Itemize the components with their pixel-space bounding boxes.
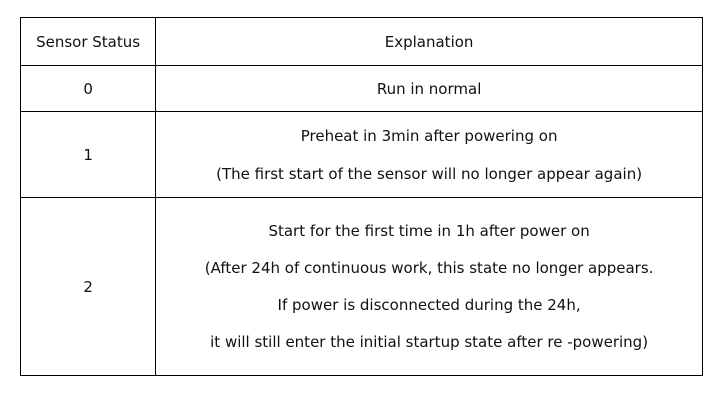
explanation-line: Start for the first time in 1h after pow… — [268, 222, 590, 240]
header-explanation: Explanation — [155, 17, 703, 66]
explanation-cell: Run in normal — [155, 65, 703, 112]
table-row: 2 Start for the first time in 1h after p… — [19, 197, 703, 376]
table-row: 0 Run in normal — [19, 65, 703, 112]
status-cell: 0 — [19, 65, 157, 112]
explanation-line: If power is disconnected during the 24h, — [277, 296, 581, 314]
explanation-line: it will still enter the initial startup … — [210, 333, 649, 351]
explanation-line: (The first start of the sensor will no l… — [216, 164, 643, 183]
explanation-cell: Preheat in 3min after powering on (The f… — [155, 111, 703, 198]
header-sensor-status: Sensor Status — [19, 17, 157, 66]
status-cell: 2 — [19, 197, 157, 376]
explanation-line: (After 24h of continuous work, this stat… — [204, 259, 654, 277]
explanation-cell: Start for the first time in 1h after pow… — [155, 197, 703, 376]
table-header-row: Sensor Status Explanation — [19, 17, 703, 66]
status-cell: 1 — [19, 111, 157, 198]
sensor-status-table: Sensor Status Explanation 0 Run in norma… — [19, 17, 703, 376]
table-row: 1 Preheat in 3min after powering on (The… — [19, 111, 703, 198]
explanation-line: Run in normal — [376, 79, 482, 98]
explanation-line: Preheat in 3min after powering on — [300, 126, 558, 145]
